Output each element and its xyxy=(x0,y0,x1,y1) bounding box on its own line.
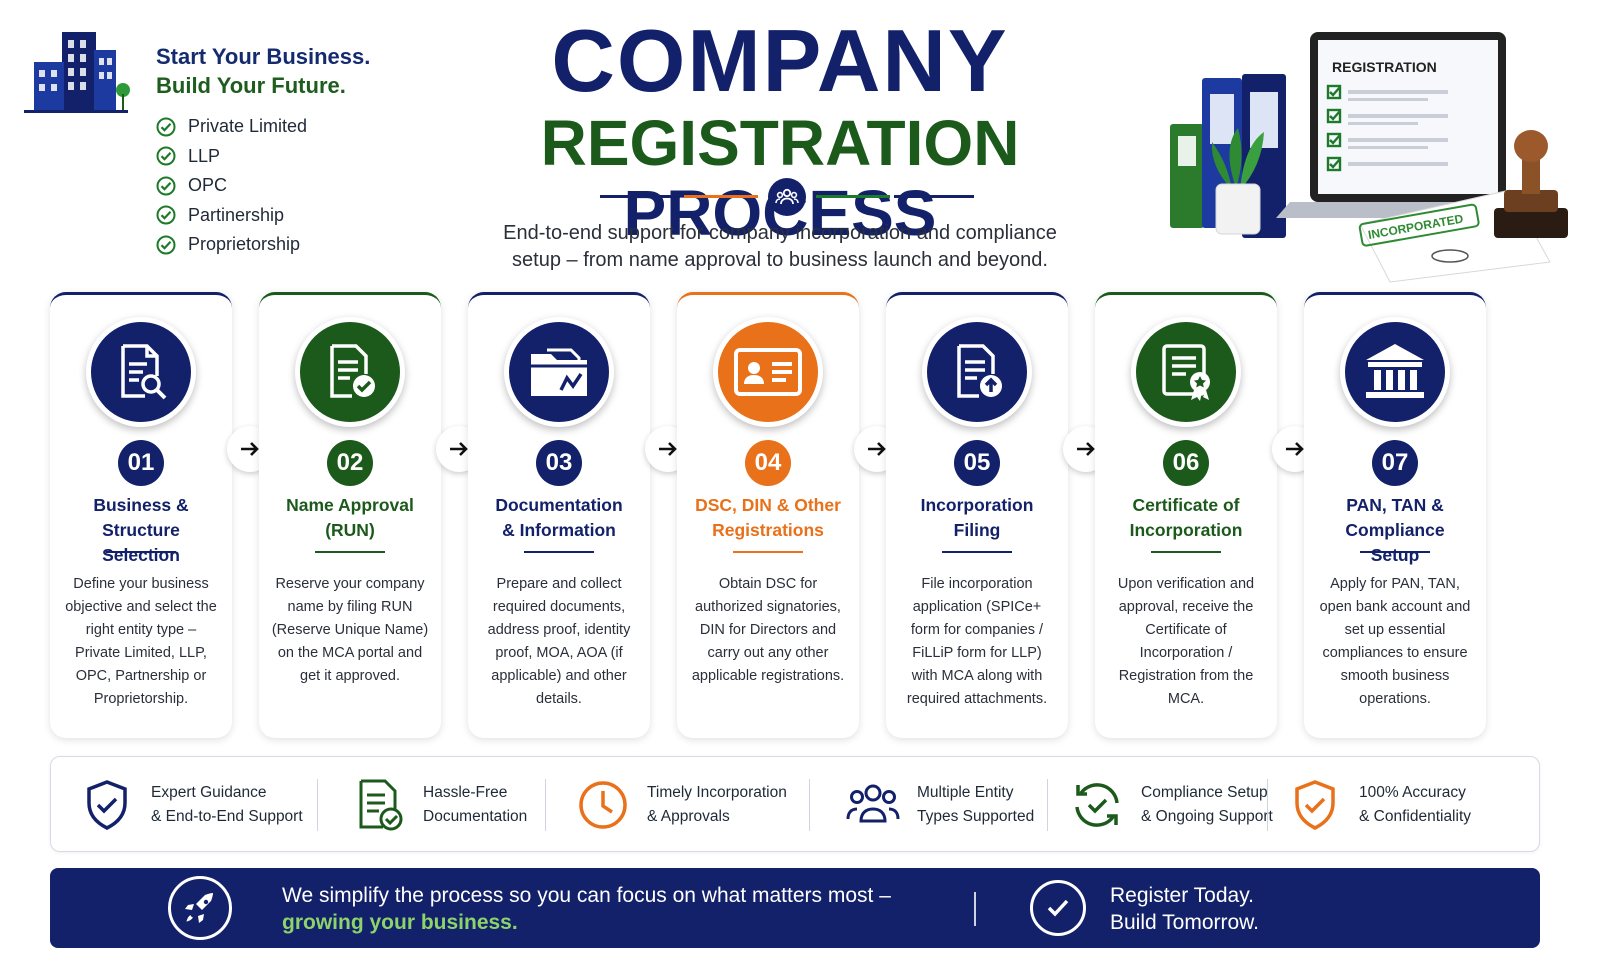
step-underline xyxy=(1360,551,1430,553)
step-underline xyxy=(942,551,1012,553)
step-number: 01 xyxy=(118,440,164,486)
id-card-icon xyxy=(713,317,823,427)
feature-timely: Timely Incorporation& Approvals xyxy=(575,771,787,839)
step-number: 07 xyxy=(1372,440,1418,486)
step-underline xyxy=(1151,551,1221,553)
feature-expert-guidance: Expert Guidance& End-to-End Support xyxy=(79,771,303,839)
check-circle-icon xyxy=(1030,880,1086,936)
shield-check-orange-icon xyxy=(1295,780,1335,830)
check-circle-icon xyxy=(156,117,176,137)
bank-icon xyxy=(1340,317,1450,427)
people-icon xyxy=(768,178,806,216)
check-circle-icon xyxy=(156,146,176,166)
check-circle-icon xyxy=(156,235,176,255)
title-registration-process: REGISTRATION PROCESS xyxy=(540,107,1020,248)
document-check-icon xyxy=(295,317,405,427)
step-description: Apply for PAN, TAN,open bank account and… xyxy=(1319,576,1471,707)
features-bar: Expert Guidance& End-to-End Support Hass… xyxy=(50,756,1540,852)
feature-compliance: Compliance Setup& Ongoing Support xyxy=(1069,771,1273,839)
step-title: Name Approval(RUN) xyxy=(286,495,414,540)
entity-item: Proprietorship xyxy=(156,230,307,260)
registration-illustration: REGISTRATION INCORPORATED xyxy=(1170,32,1568,283)
certificate-icon xyxy=(1131,317,1241,427)
folder-icon xyxy=(504,317,614,427)
step-number: 04 xyxy=(745,440,791,486)
banner-cta: Register Today. Build Tomorrow. xyxy=(1110,884,1260,934)
refresh-check-icon xyxy=(1075,783,1119,827)
users-icon xyxy=(846,784,900,823)
shield-check-icon xyxy=(87,780,127,830)
title-divider xyxy=(600,176,980,216)
step-underline xyxy=(106,551,176,553)
document-search-icon xyxy=(86,317,196,427)
step-number: 03 xyxy=(536,440,582,486)
page-title: COMPANY REGISTRATION PROCESS xyxy=(400,11,1160,249)
step-underline xyxy=(733,551,803,553)
banner-message: We simplify the process so you can focus… xyxy=(282,884,891,907)
document-check-icon xyxy=(359,779,403,831)
tagline-start: Start Your Business. xyxy=(156,44,371,69)
step-underline xyxy=(315,551,385,553)
feature-accuracy: 100% Accuracy& Confidentiality xyxy=(1287,771,1471,839)
check-circle-icon xyxy=(156,176,176,196)
entity-list: Private Limited LLP OPC Partinership Pro… xyxy=(156,112,307,260)
step-number: 06 xyxy=(1163,440,1209,486)
tagline-build: Build Your Future. xyxy=(156,73,346,98)
step-title: Documentation& Information xyxy=(495,495,623,540)
check-circle-icon xyxy=(156,205,176,225)
entity-item: OPC xyxy=(156,171,307,201)
building-icon xyxy=(24,32,130,113)
step-number: 02 xyxy=(327,440,373,486)
step-underline xyxy=(524,551,594,553)
rocket-icon xyxy=(168,876,232,940)
screen-title: REGISTRATION xyxy=(1332,59,1437,75)
entity-item: Partinership xyxy=(156,201,307,231)
clock-icon xyxy=(579,781,627,829)
title-company: COMPANY xyxy=(551,11,1009,110)
entity-item: Private Limited xyxy=(156,112,307,142)
entity-item: LLP xyxy=(156,142,307,172)
document-upload-icon xyxy=(922,317,1032,427)
step-number: 05 xyxy=(954,440,1000,486)
page-subtitle: End-to-end support for company incorpora… xyxy=(503,222,1057,271)
bottom-banner: We simplify the process so you can focus… xyxy=(50,868,1540,948)
banner-divider xyxy=(974,892,976,926)
intro-section: Start Your Business. Build Your Future. … xyxy=(24,28,384,268)
banner-highlight: growing your business. xyxy=(282,911,518,934)
